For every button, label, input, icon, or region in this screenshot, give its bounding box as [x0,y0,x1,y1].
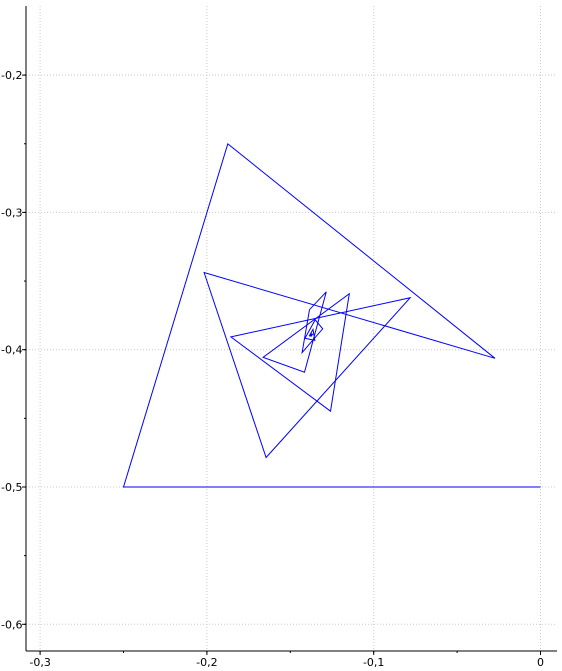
axes [25,6,557,652]
y-tick-label: -0,2 [1,69,22,82]
y-gridlines [26,74,557,625]
x-tick-label: -0,1 [363,656,384,669]
y-tick-label: -0,3 [1,206,22,219]
plot-series [122,142,541,488]
spiral-series-line [122,142,541,488]
y-tick-label: -0,4 [1,344,22,357]
x-gridlines [39,6,541,651]
x-axis-ticks: -0,3 -0,2 -0,1 0 [29,651,544,669]
y-axis-ticks: -0,2 -0,3 -0,4 -0,5 -0,6 [1,69,26,631]
y-tick-label: -0,5 [1,481,22,494]
x-tick-label: 0 [537,656,544,669]
y-tick-label: -0,6 [1,618,22,631]
x-tick-label: -0,3 [29,656,50,669]
x-tick-label: -0,2 [196,656,217,669]
